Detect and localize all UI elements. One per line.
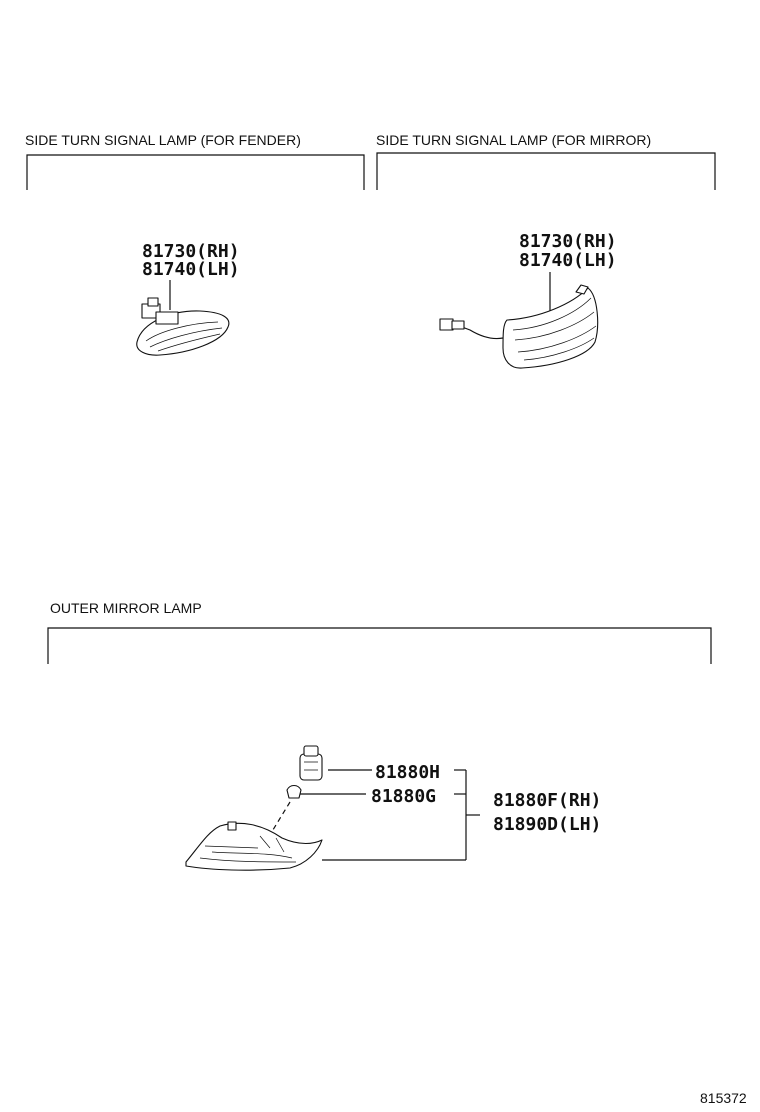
bulb-drawing <box>286 784 302 799</box>
bulb-insert-dashed-line <box>267 801 291 839</box>
mirror-part-lh[interactable]: 81740(LH) <box>519 250 617 271</box>
mirror-lamp-drawing <box>439 284 599 369</box>
mirror-section-title: SIDE TURN SIGNAL LAMP (FOR MIRROR) <box>376 132 651 148</box>
mirror-section-bracket <box>376 152 716 190</box>
fender-section-title: SIDE TURN SIGNAL LAMP (FOR FENDER) <box>25 132 301 148</box>
socket-part-number[interactable]: 81880H <box>375 762 440 783</box>
fender-section-bracket <box>26 154 365 190</box>
diagram-code: 815372 <box>700 1090 747 1106</box>
assembly-part-lh[interactable]: 81890D(LH) <box>493 814 601 835</box>
fender-part-rh[interactable]: 81730(RH) <box>142 241 240 262</box>
assembly-bracket-lines <box>322 769 480 861</box>
bulb-part-number[interactable]: 81880G <box>371 786 436 807</box>
fender-part-lh[interactable]: 81740(LH) <box>142 259 240 280</box>
mirror-part-rh[interactable]: 81730(RH) <box>519 231 617 252</box>
outer-mirror-lamp-drawing <box>185 821 323 871</box>
outer-mirror-section-bracket <box>47 627 712 664</box>
socket-drawing <box>299 745 323 781</box>
outer-mirror-section-title: OUTER MIRROR LAMP <box>50 600 202 616</box>
fender-lamp-drawing <box>136 297 230 356</box>
assembly-part-rh[interactable]: 81880F(RH) <box>493 790 601 811</box>
